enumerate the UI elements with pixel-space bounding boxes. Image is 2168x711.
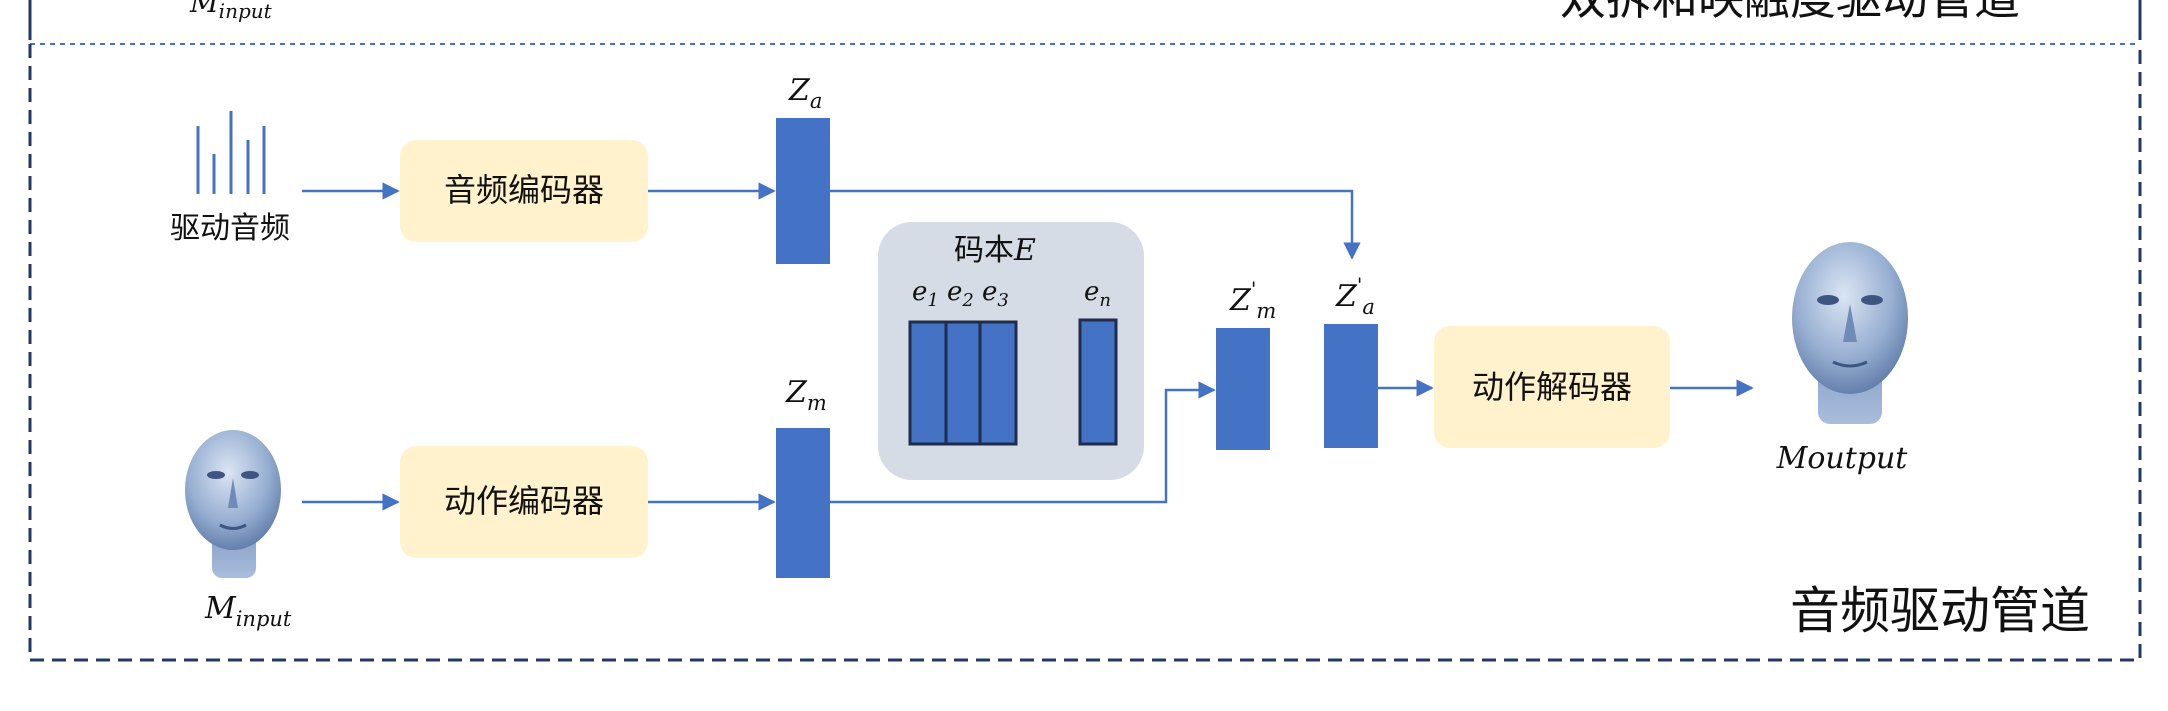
output-head-icon xyxy=(1792,242,1908,424)
top-partial-input-label: Minput xyxy=(189,0,273,23)
zm-label: Zm xyxy=(785,375,827,415)
audio-encoder-label: 音频编码器 xyxy=(444,171,604,209)
codebook-entry-label: en xyxy=(1084,277,1111,311)
motion-decoder-label: 动作解码器 xyxy=(1472,368,1632,406)
flow-arrows xyxy=(302,182,1754,511)
motion-encoder-label: 动作编码器 xyxy=(444,482,604,520)
codebook-entry-label: e2 xyxy=(947,277,974,311)
audio-pipeline-title: 音频驱动管道 xyxy=(1790,582,2090,640)
input-head-icon xyxy=(185,430,281,578)
motion-decoder-block: 动作解码器 xyxy=(1434,326,1670,448)
arrow-za-to-za-prime xyxy=(830,189,1361,260)
za-prime-label: Z'a xyxy=(1335,273,1375,319)
codebook-entry-label: e3 xyxy=(982,277,1009,311)
codebook-block: 码本E e1 e2 e3 en xyxy=(878,222,1144,480)
codebook-entry-label: e1 xyxy=(912,277,939,311)
motion-input-label: Minput xyxy=(204,591,292,631)
zm-prime-label: Z'm xyxy=(1229,277,1276,323)
audio-pipeline-container xyxy=(28,44,2142,662)
zm-prime-latent-block xyxy=(1216,328,1270,450)
codebook-vector-e2 xyxy=(944,320,982,446)
output-label: Moutput xyxy=(1776,441,1909,476)
audio-waveform-icon xyxy=(196,111,266,194)
top-pipeline-partial: Minput 双拆和映融度驱动管道 xyxy=(28,0,2142,40)
motion-encoder-block: 动作编码器 xyxy=(400,446,648,558)
arrow-zm-to-zm-prime xyxy=(830,381,1216,504)
codebook-title: 码本E xyxy=(954,233,1036,268)
top-pipeline-title: 双拆和映融度驱动管道 xyxy=(1560,0,2020,25)
za-label: Za xyxy=(788,73,822,113)
za-latent-block xyxy=(776,118,830,264)
codebook-vector-e1 xyxy=(908,320,948,446)
codebook-vector-en xyxy=(1078,318,1118,446)
zm-latent-block xyxy=(776,428,830,578)
codebook-vector-e3 xyxy=(978,320,1018,446)
audio-input-label: 驱动音频 xyxy=(170,211,290,246)
za-prime-latent-block xyxy=(1324,324,1378,448)
audio-encoder-block: 音频编码器 xyxy=(400,140,648,242)
